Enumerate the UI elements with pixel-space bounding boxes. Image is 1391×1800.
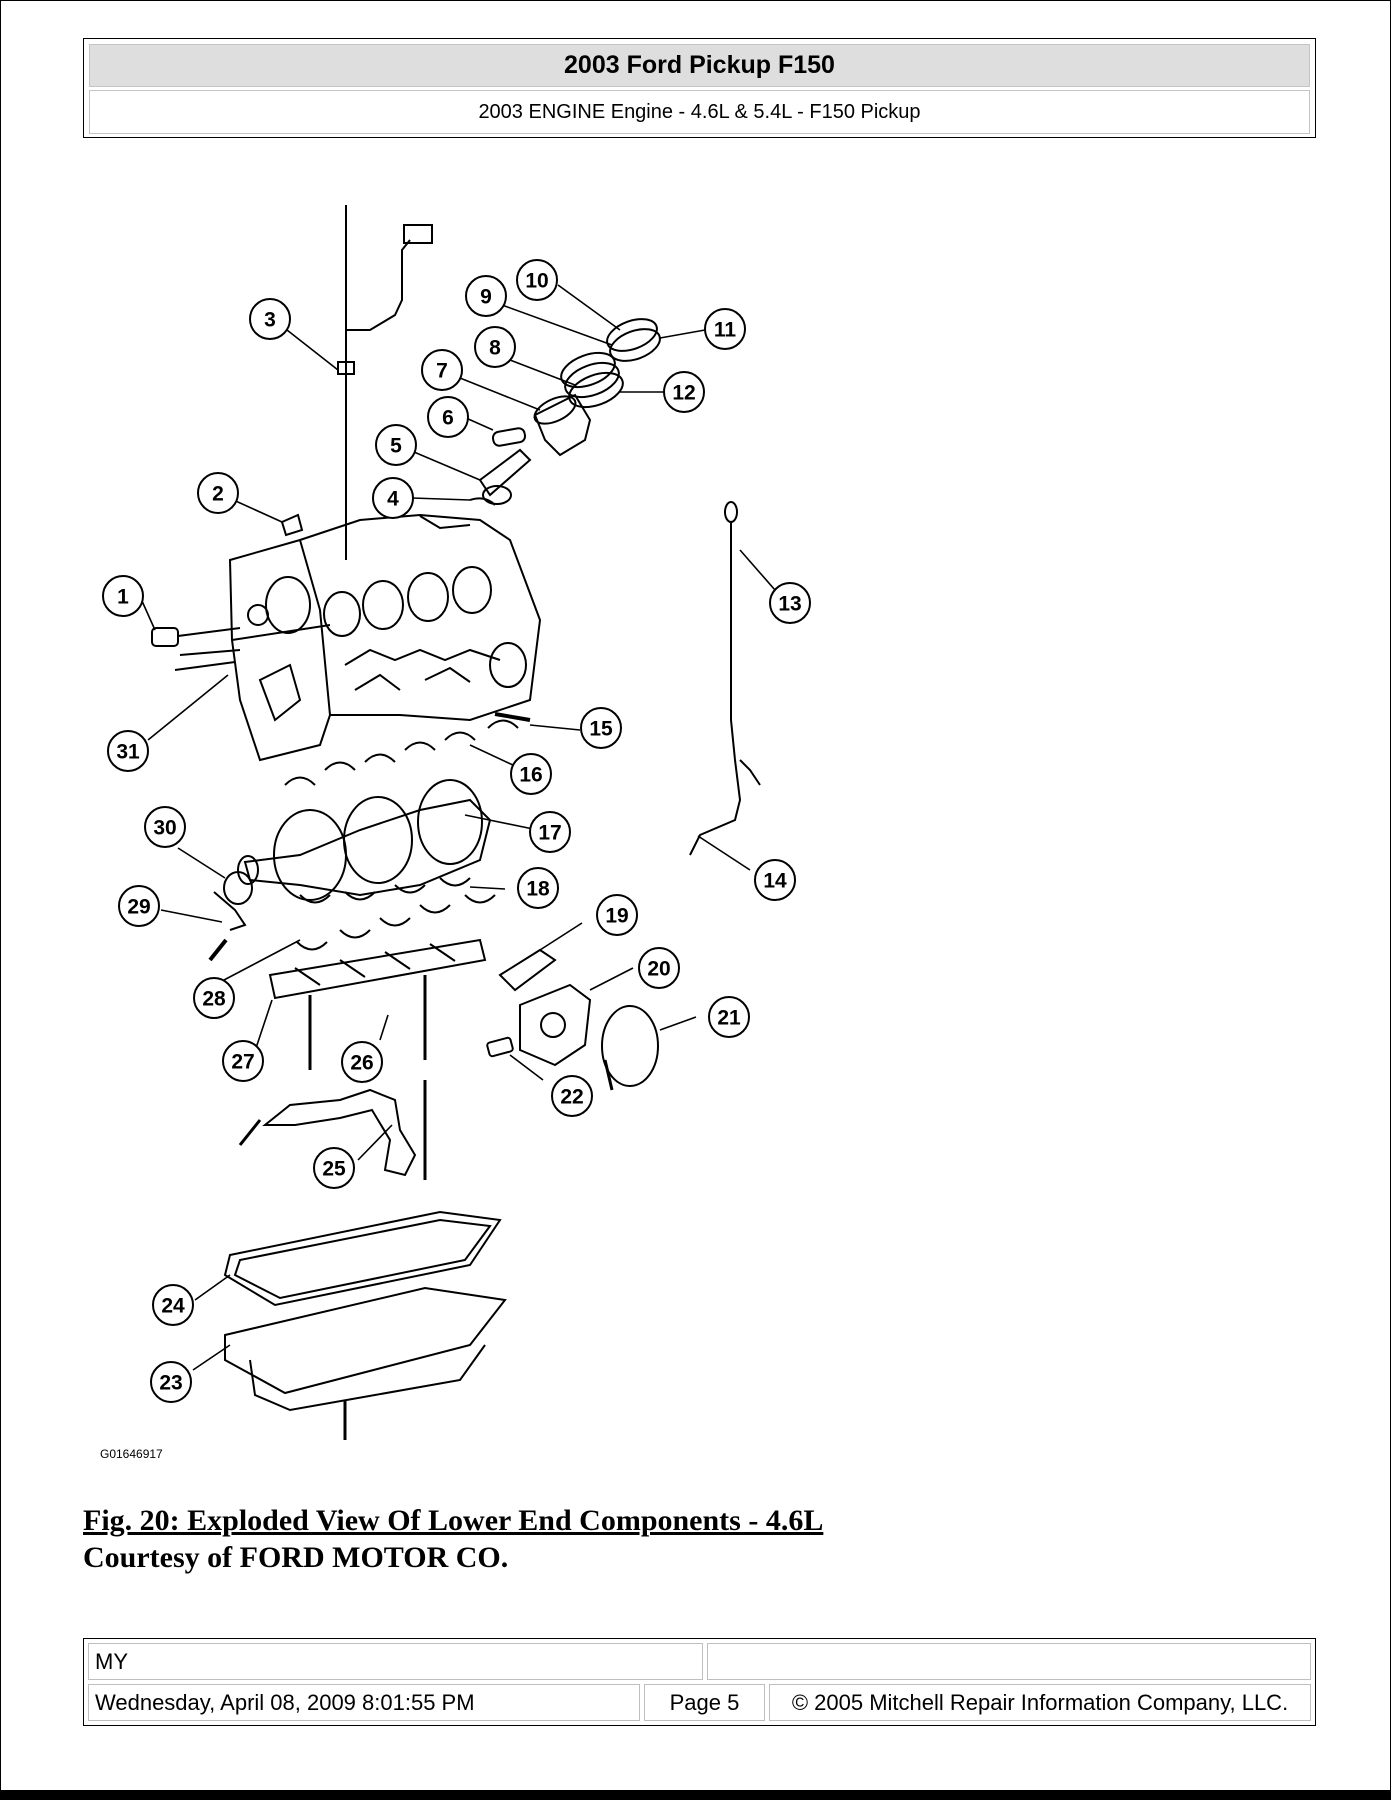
callout-13: 13 bbox=[778, 593, 801, 616]
callout-2: 2 bbox=[212, 483, 224, 506]
callout-25: 25 bbox=[322, 1158, 346, 1181]
footer-blank-cell bbox=[707, 1643, 1311, 1680]
callout-8: 8 bbox=[489, 337, 501, 360]
caption-title: Fig. 20: Exploded View Of Lower End Comp… bbox=[83, 1504, 824, 1537]
document-header: 2003 Ford Pickup F150 2003 ENGINE Engine… bbox=[83, 38, 1316, 138]
callout-23: 23 bbox=[159, 1372, 182, 1395]
sensor-clip bbox=[337, 361, 355, 375]
callout-15: 15 bbox=[589, 718, 613, 741]
callout-7: 7 bbox=[436, 360, 448, 383]
callout-14: 14 bbox=[763, 870, 787, 893]
callout-6: 6 bbox=[442, 407, 454, 430]
figure-caption: Fig. 20: Exploded View Of Lower End Comp… bbox=[83, 1502, 823, 1576]
callout-24: 24 bbox=[161, 1295, 185, 1318]
callout-30: 30 bbox=[153, 817, 176, 840]
callout-bubbles: 1 2 3 4 5 6 7 8 9 10 11 12 13 14 15 16 1… bbox=[102, 259, 811, 1403]
callout-9: 9 bbox=[480, 286, 492, 309]
callout-21: 21 bbox=[717, 1007, 741, 1030]
footer-page-number: Page 5 bbox=[644, 1684, 765, 1721]
callout-10: 10 bbox=[525, 270, 548, 293]
callout-29: 29 bbox=[127, 896, 150, 919]
page-bottom-bar bbox=[0, 1790, 1391, 1800]
header-subtitle: 2003 ENGINE Engine - 4.6L & 5.4L - F150 … bbox=[89, 90, 1310, 134]
drawing-id: G01646917 bbox=[100, 1447, 163, 1461]
callout-1: 1 bbox=[117, 586, 129, 609]
callout-4: 4 bbox=[387, 488, 399, 511]
document-footer: MY Wednesday, April 08, 2009 8:01:55 PM … bbox=[83, 1638, 1316, 1726]
sensor-wire bbox=[345, 205, 411, 560]
caption-credit: Courtesy of FORD MOTOR CO. bbox=[83, 1541, 509, 1574]
callout-27: 27 bbox=[231, 1051, 254, 1074]
callout-11: 11 bbox=[714, 319, 737, 342]
callout-19: 19 bbox=[605, 905, 628, 928]
header-title: 2003 Ford Pickup F150 bbox=[89, 44, 1310, 87]
callout-12: 12 bbox=[672, 382, 695, 405]
callout-18: 18 bbox=[526, 878, 550, 901]
callout-20: 20 bbox=[647, 958, 670, 981]
callout-31: 31 bbox=[116, 741, 140, 764]
footer-date: Wednesday, April 08, 2009 8:01:55 PM bbox=[88, 1684, 640, 1721]
callout-28: 28 bbox=[202, 988, 226, 1011]
callout-22: 22 bbox=[560, 1086, 583, 1109]
callout-26: 26 bbox=[350, 1052, 373, 1075]
callout-17: 17 bbox=[538, 822, 561, 845]
callout-5: 5 bbox=[390, 435, 402, 458]
callout-3: 3 bbox=[264, 309, 276, 332]
footer-label: MY bbox=[88, 1643, 703, 1680]
sensor-connector bbox=[403, 224, 433, 244]
footer-copyright: © 2005 Mitchell Repair Information Compa… bbox=[769, 1684, 1311, 1721]
callout-16: 16 bbox=[519, 764, 542, 787]
engine-block bbox=[228, 513, 542, 762]
